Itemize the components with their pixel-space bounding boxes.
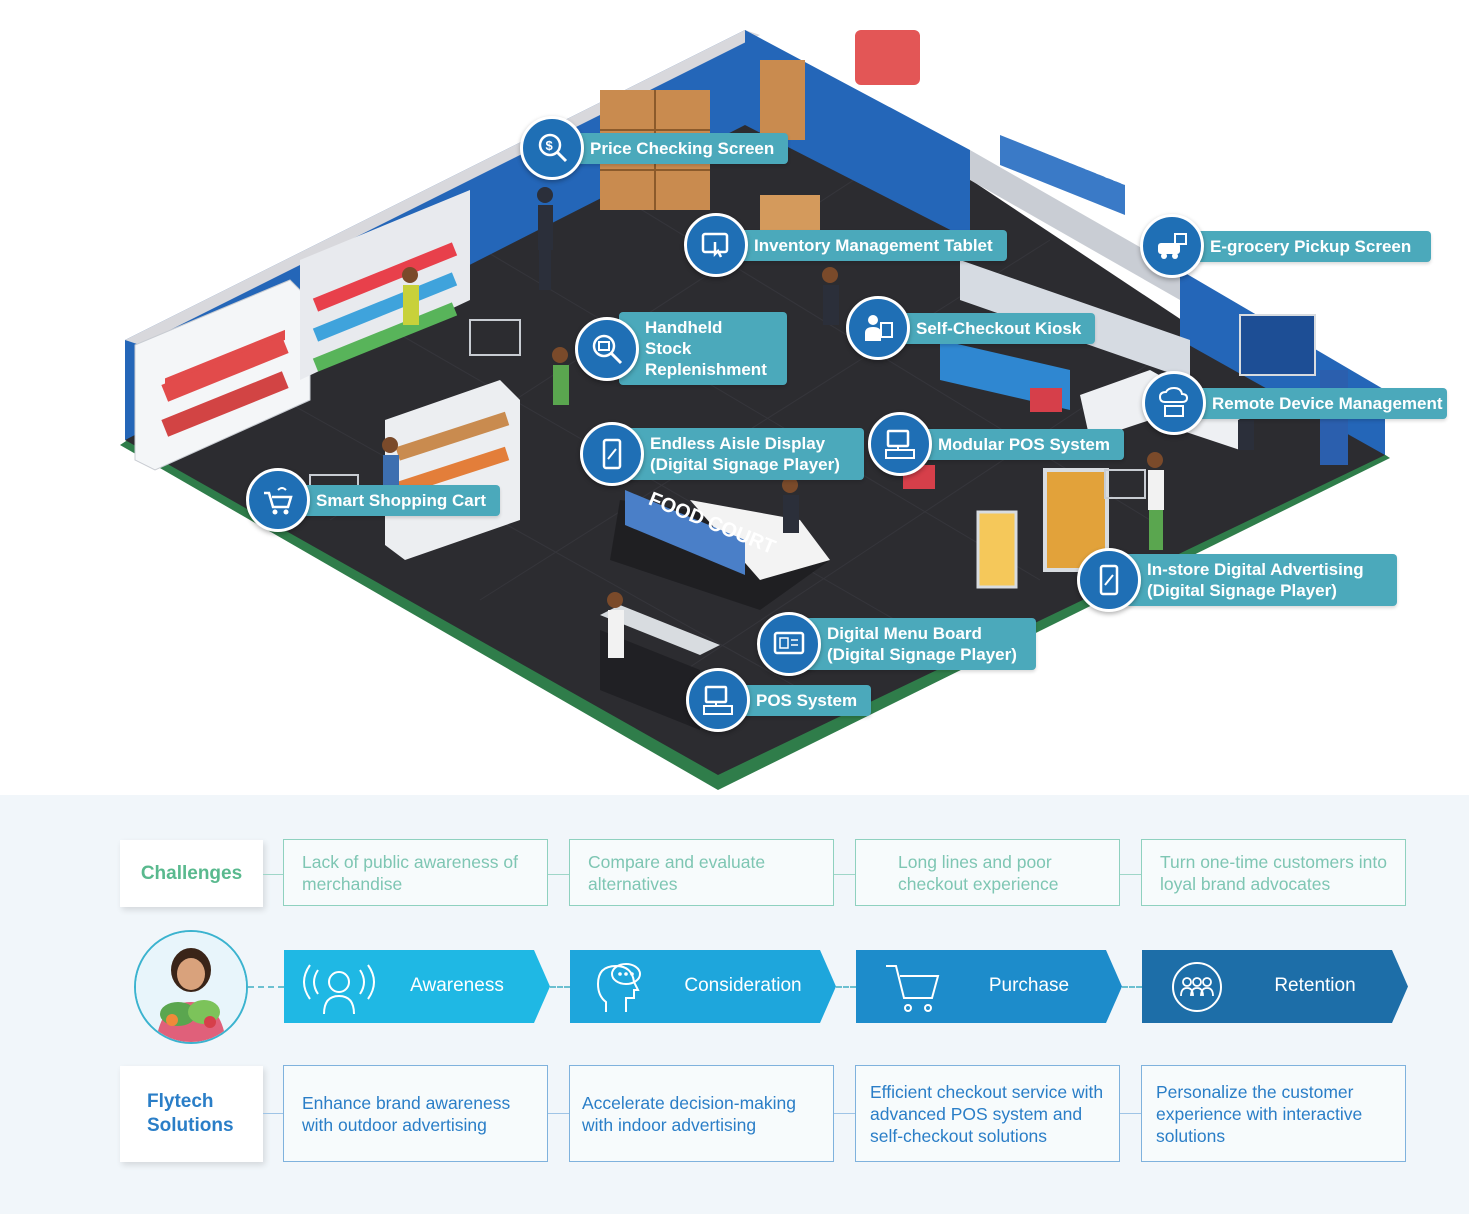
store-scene: FOOD COURT ORDER PICKUP bbox=[120, 30, 1447, 790]
callout-label: Smart Shopping Cart bbox=[290, 484, 501, 516]
callout-smart-shopping-cart[interactable]: Smart Shopping Cart bbox=[246, 468, 501, 532]
pos-terminal-icon bbox=[686, 668, 750, 732]
signage-tablet-icon bbox=[1077, 548, 1141, 612]
stage-name: Retention bbox=[1274, 975, 1356, 996]
cloud-laptop-icon bbox=[1142, 371, 1206, 435]
monitor-wall bbox=[1239, 314, 1316, 376]
callout-label: POS System bbox=[730, 684, 872, 716]
solution-purchase: Efficient checkout service with advanced… bbox=[855, 1065, 1120, 1162]
isometric-store-illustration: FOOD COURT ORDER PICKUP bbox=[120, 30, 1390, 790]
delivery-truck bbox=[855, 30, 920, 85]
shopping-cart-icon bbox=[886, 965, 940, 1012]
signage-tablet-icon bbox=[580, 422, 644, 486]
tablet-touch-icon bbox=[684, 213, 748, 277]
callout-label: In-store Digital Advertising (Digital Si… bbox=[1121, 554, 1397, 606]
callout-label: Handheld Stock Replenishment bbox=[619, 312, 787, 385]
pos-terminal-icon bbox=[868, 412, 932, 476]
stage-purchase: Purchase bbox=[856, 950, 1122, 1023]
solution-consideration: Accelerate decision-making with indoor a… bbox=[569, 1065, 834, 1162]
stage-retention: Retention bbox=[1142, 950, 1408, 1023]
callout-price-checking-screen[interactable]: $ Price Checking Screen bbox=[520, 116, 789, 180]
challenge-purchase: Long lines and poor checkout experience bbox=[855, 839, 1120, 906]
callout-inventory-management-tablet[interactable]: Inventory Management Tablet bbox=[684, 213, 1007, 277]
solutions-label-text: Flytech Solutions bbox=[147, 1091, 234, 1136]
delivery-car-icon bbox=[1140, 214, 1204, 278]
store-floor bbox=[125, 30, 1385, 775]
callout-in-store-digital-advertising[interactable]: In-store Digital Advertising (Digital Si… bbox=[1077, 548, 1397, 612]
smart-cart-icon bbox=[246, 468, 310, 532]
callout-label: Remote Device Management bbox=[1186, 387, 1447, 419]
customer-journey: Challenges Lack of public awareness of m… bbox=[0, 795, 1469, 1214]
ad-kiosk bbox=[976, 510, 1018, 589]
pos-counter bbox=[600, 630, 700, 730]
broadcast-person-icon bbox=[303, 964, 375, 1014]
callout-handheld-stock-replenishment[interactable]: Handheld Stock Replenishment bbox=[575, 312, 787, 385]
package-search-icon bbox=[575, 316, 639, 381]
flytech-solutions-label: Flytech Solutions bbox=[120, 1066, 263, 1162]
solution-awareness: Enhance brand awareness with outdoor adv… bbox=[283, 1065, 548, 1162]
challenge-retention: Turn one-time customers into loyal brand… bbox=[1141, 839, 1406, 906]
callout-remote-device-management[interactable]: Remote Device Management bbox=[1142, 371, 1447, 435]
price-search-icon: $ bbox=[520, 116, 584, 180]
callout-label: Endless Aisle Display (Digital Signage P… bbox=[624, 428, 864, 480]
challenges-label: Challenges bbox=[120, 840, 263, 907]
callout-e-grocery-pickup-screen[interactable]: E-grocery Pickup Screen bbox=[1140, 214, 1432, 278]
stage-awareness: Awareness bbox=[284, 950, 550, 1023]
callout-endless-aisle-display[interactable]: Endless Aisle Display (Digital Signage P… bbox=[580, 422, 864, 486]
callout-digital-menu-board[interactable]: Digital Menu Board (Digital Signage Play… bbox=[757, 612, 1036, 676]
callout-self-checkout-kiosk[interactable]: Self-Checkout Kiosk bbox=[846, 296, 1096, 360]
thinking-head-icon bbox=[596, 963, 641, 1012]
solution-retention: Personalize the customer experience with… bbox=[1141, 1065, 1406, 1162]
callout-label: Modular POS System bbox=[912, 428, 1124, 460]
callout-label: Digital Menu Board (Digital Signage Play… bbox=[801, 618, 1036, 670]
callout-label: Price Checking Screen bbox=[564, 132, 789, 164]
avatar bbox=[134, 930, 248, 1044]
callout-label: Self-Checkout Kiosk bbox=[890, 312, 1096, 344]
callout-modular-pos-system[interactable]: Modular POS System bbox=[868, 412, 1124, 476]
callout-label: Inventory Management Tablet bbox=[728, 229, 1007, 261]
people-cycle-icon bbox=[1172, 962, 1222, 1012]
challenge-consideration: Compare and evaluate alternatives bbox=[569, 839, 834, 906]
stage-consideration: Consideration bbox=[570, 950, 836, 1023]
callout-pos-system[interactable]: POS System bbox=[686, 668, 872, 732]
shopper-with-vegetables-icon bbox=[136, 932, 246, 1042]
stage-name: Consideration bbox=[684, 975, 802, 996]
stage-name: Purchase bbox=[988, 975, 1070, 996]
callout-label: E-grocery Pickup Screen bbox=[1184, 230, 1432, 262]
kiosk-user-icon bbox=[846, 296, 910, 360]
svg-text:$: $ bbox=[546, 138, 554, 153]
challenge-awareness: Lack of public awareness of merchandise bbox=[283, 839, 548, 906]
shelf-unit bbox=[300, 190, 470, 380]
menu-board-icon bbox=[757, 612, 821, 676]
stage-name: Awareness bbox=[410, 975, 504, 996]
